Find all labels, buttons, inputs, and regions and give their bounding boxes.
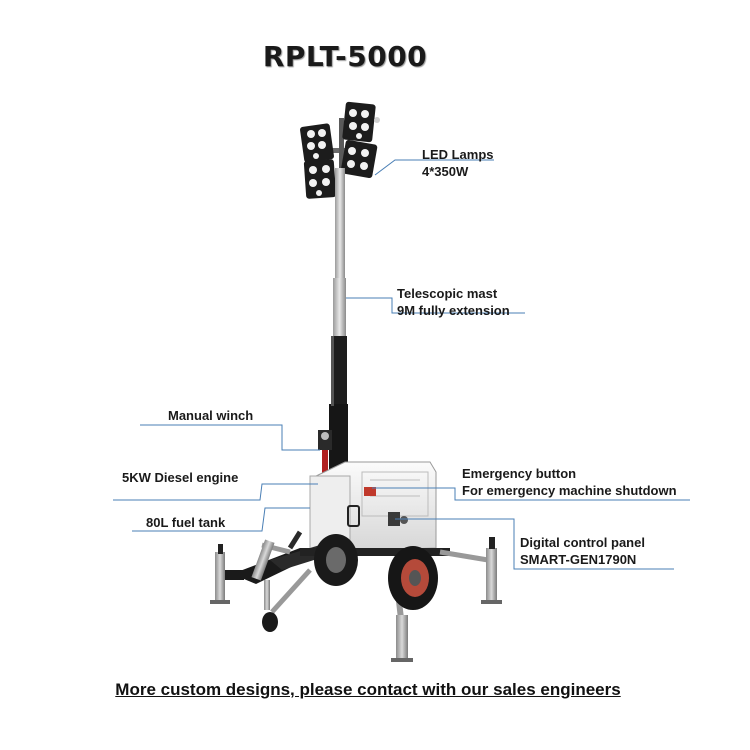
leader-lines bbox=[113, 159, 690, 570]
callout-manual-winch: Manual winch bbox=[168, 407, 253, 424]
callout-fuel-tank: 80L fuel tank bbox=[146, 514, 225, 531]
leader-manual-winch bbox=[140, 424, 320, 451]
jockey-wheel bbox=[262, 580, 278, 632]
telescopic-mast bbox=[329, 168, 348, 474]
callout-diesel-engine-name: 5KW Diesel engine bbox=[122, 470, 239, 485]
callout-control-panel-model: SMART-GEN1790N bbox=[520, 552, 637, 567]
page-title: RPLT-5000 bbox=[262, 40, 428, 73]
leader-emergency-button bbox=[372, 487, 690, 501]
callout-telescopic-mast: Telescopic mast 9M fully extension bbox=[397, 285, 510, 319]
lamp-frame bbox=[318, 118, 364, 168]
callout-telescopic-mast-name: Telescopic mast bbox=[397, 286, 498, 301]
callout-control-panel: Digital control panel SMART-GEN1790N bbox=[520, 534, 645, 568]
contact-footer-text: More custom designs, please contact with… bbox=[115, 680, 621, 699]
stabilizer-leg bbox=[251, 539, 275, 581]
leader-control-panel bbox=[395, 518, 674, 570]
callout-led-lamps-name: LED Lamps bbox=[422, 147, 494, 162]
leader-diesel-engine bbox=[113, 483, 318, 501]
callout-telescopic-mast-spec: 9M fully extension bbox=[397, 303, 510, 318]
manual-winch bbox=[318, 430, 332, 480]
callout-led-lamps-spec: 4*350W bbox=[422, 164, 469, 179]
leader-led-lamps bbox=[374, 159, 494, 176]
callout-led-lamps: LED Lamps 4*350W bbox=[422, 146, 494, 180]
callout-control-panel-name: Digital control panel bbox=[520, 535, 645, 550]
callout-fuel-tank-name: 80L fuel tank bbox=[146, 515, 226, 530]
led-lamp-icon bbox=[300, 123, 334, 163]
callout-manual-winch-name: Manual winch bbox=[168, 408, 254, 423]
stabilizer-leg bbox=[210, 544, 230, 604]
led-lamp-icon bbox=[340, 139, 378, 179]
led-lamp-icon bbox=[303, 159, 337, 199]
wheel bbox=[314, 534, 358, 586]
wheel bbox=[388, 546, 438, 610]
stabilizer-leg bbox=[391, 615, 413, 662]
led-lamp-icon bbox=[342, 101, 380, 143]
leader-fuel-tank bbox=[132, 507, 310, 532]
callout-emergency-button-name: Emergency button bbox=[462, 466, 577, 481]
callout-emergency-button: Emergency button For emergency machine s… bbox=[462, 465, 677, 499]
stabilizer-leg bbox=[481, 537, 502, 604]
callout-diesel-engine: 5KW Diesel engine bbox=[122, 469, 238, 486]
callout-emergency-button-desc: For emergency machine shutdown bbox=[462, 483, 677, 498]
leader-telescopic-mast bbox=[346, 297, 525, 314]
